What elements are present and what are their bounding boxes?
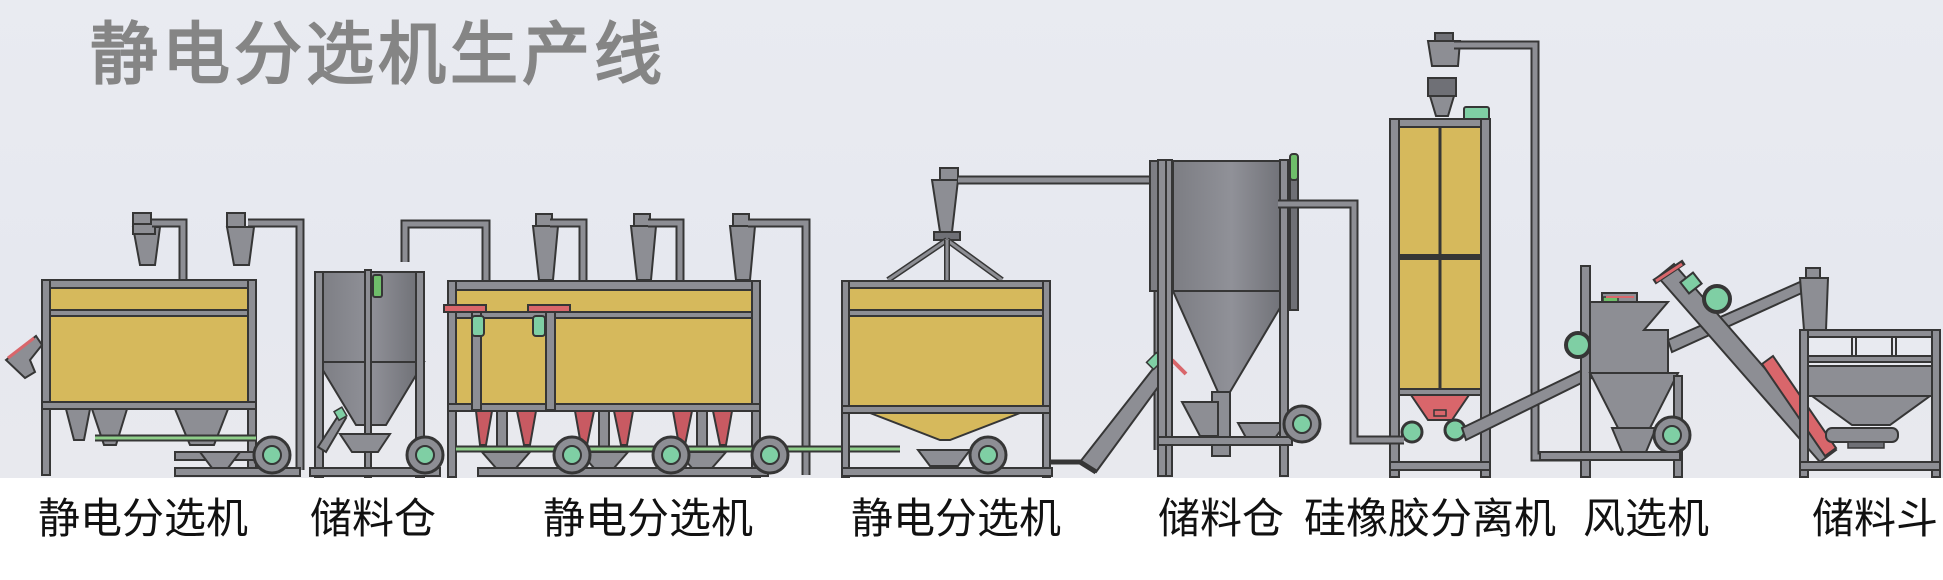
- label-air-classifier: 风选机: [1583, 494, 1710, 543]
- separator-1-machine: [4, 212, 305, 477]
- storage-bin-2-machine: [1149, 153, 1400, 477]
- label-storage-hopper: 储料斗: [1812, 494, 1939, 543]
- label-storage-bin-2: 储料仓: [1158, 494, 1285, 543]
- air-classifier-machine: [1539, 265, 1806, 478]
- cyclone-icon: [131, 212, 162, 266]
- cyclone-icon: [225, 212, 256, 266]
- label-silicone-separator: 硅橡胶分离机: [1304, 494, 1557, 543]
- diagram-title: 静电分选机生产线: [90, 16, 667, 95]
- motor-icon: [1400, 420, 1424, 444]
- storage-hopper-machine: [1798, 267, 1941, 478]
- label-separator-1: 静电分选机: [38, 494, 249, 543]
- label-separator-2: 静电分选机: [543, 494, 754, 543]
- separator-3-machine: [841, 167, 1188, 478]
- storage-bin-1-machine: [309, 219, 480, 478]
- label-storage-bin-1: 储料仓: [310, 494, 437, 543]
- motor-icon: [1702, 284, 1732, 314]
- label-separator-3: 静电分选机: [851, 494, 1062, 543]
- separator-2-machine: [440, 213, 900, 478]
- motor-icon: [1564, 331, 1592, 359]
- production-line-diagram: [4, 32, 1941, 478]
